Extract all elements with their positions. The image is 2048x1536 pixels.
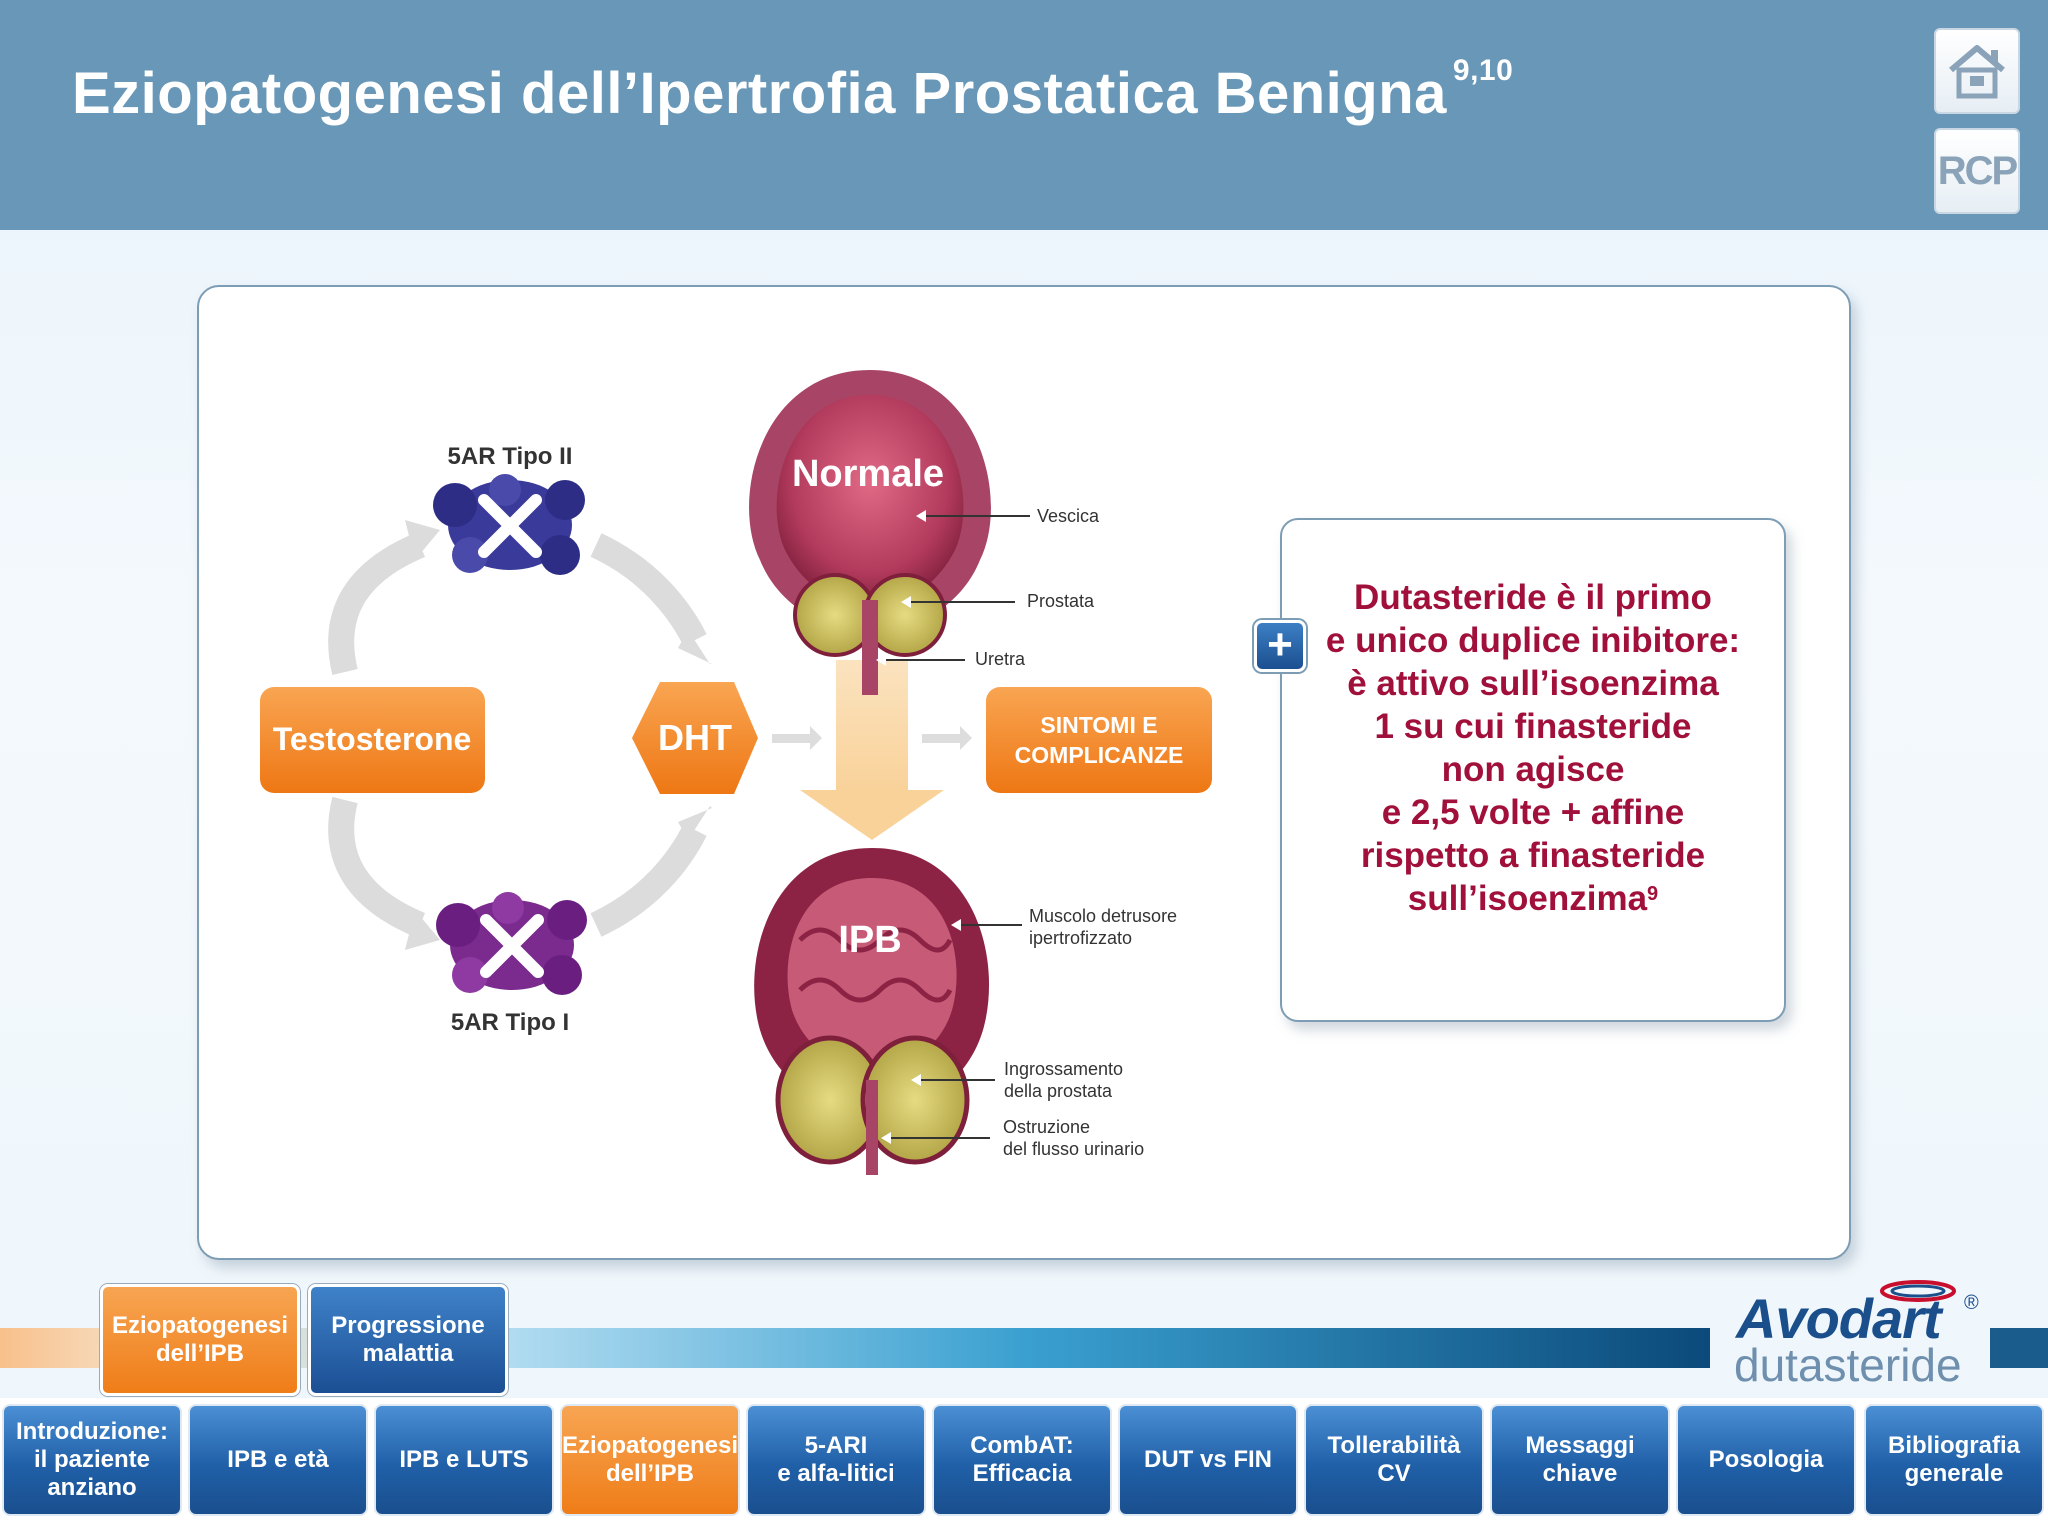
info-text: Dutasteride è il primo e unico duplice i…: [1326, 576, 1740, 920]
logo-swoosh-icon: [1880, 1280, 1956, 1302]
nav-posologia[interactable]: Posologia: [1676, 1404, 1856, 1516]
plus-icon[interactable]: +: [1254, 620, 1306, 672]
title-references: 9,10: [1452, 54, 1514, 87]
logo-registered: ®: [1964, 1292, 1979, 1314]
home-icon: [1949, 45, 2005, 99]
nav-ipb-eta[interactable]: IPB e età: [188, 1404, 368, 1516]
nav-tollerabilita[interactable]: Tollerabilità CV: [1304, 1404, 1484, 1516]
rcp-label: RCP: [1937, 148, 2018, 193]
nav-ipb-luts[interactable]: IPB e LUTS: [374, 1404, 554, 1516]
home-button[interactable]: [1934, 28, 2020, 114]
nav-messaggi[interactable]: Messaggi chiave: [1490, 1404, 1670, 1516]
page-title: Eziopatogenesi dell’Ipertrofia Prostatic…: [72, 54, 1513, 127]
nav-combat[interactable]: CombAT: Efficacia: [932, 1404, 1112, 1516]
rcp-button[interactable]: RCP: [1934, 128, 2020, 214]
logo-subtitle: dutasteride: [1734, 1339, 1962, 1391]
nav-eziopatogenesi[interactable]: Eziopatogenesi dell’IPB: [560, 1404, 740, 1516]
info-text-ref: 9: [1647, 883, 1659, 905]
logo-name: Avodart: [1736, 1287, 1942, 1350]
info-box: Dutasteride è il primo e unico duplice i…: [1280, 518, 1786, 1022]
header-bar: [0, 0, 2048, 230]
nav-dut-vs-fin[interactable]: DUT vs FIN: [1118, 1404, 1298, 1516]
subtab-progressione[interactable]: Progressione malattia: [308, 1284, 508, 1396]
subtab-eziopatogenesi[interactable]: Eziopatogenesi dell’IPB: [100, 1284, 300, 1396]
page-title-text: Eziopatogenesi dell’Ipertrofia Prostatic…: [72, 61, 1447, 126]
subnav-bar-end: [1990, 1328, 2048, 1368]
nav-bibliografia[interactable]: Bibliografia generale: [1864, 1404, 2044, 1516]
nav-introduzione[interactable]: Introduzione: il paziente anziano: [2, 1404, 182, 1516]
avodart-logo: Avodart ® dutasteride: [1728, 1278, 1979, 1391]
nav-5ari[interactable]: 5-ARI e alfa-litici: [746, 1404, 926, 1516]
info-text-body: Dutasteride è il primo e unico duplice i…: [1325, 578, 1741, 918]
